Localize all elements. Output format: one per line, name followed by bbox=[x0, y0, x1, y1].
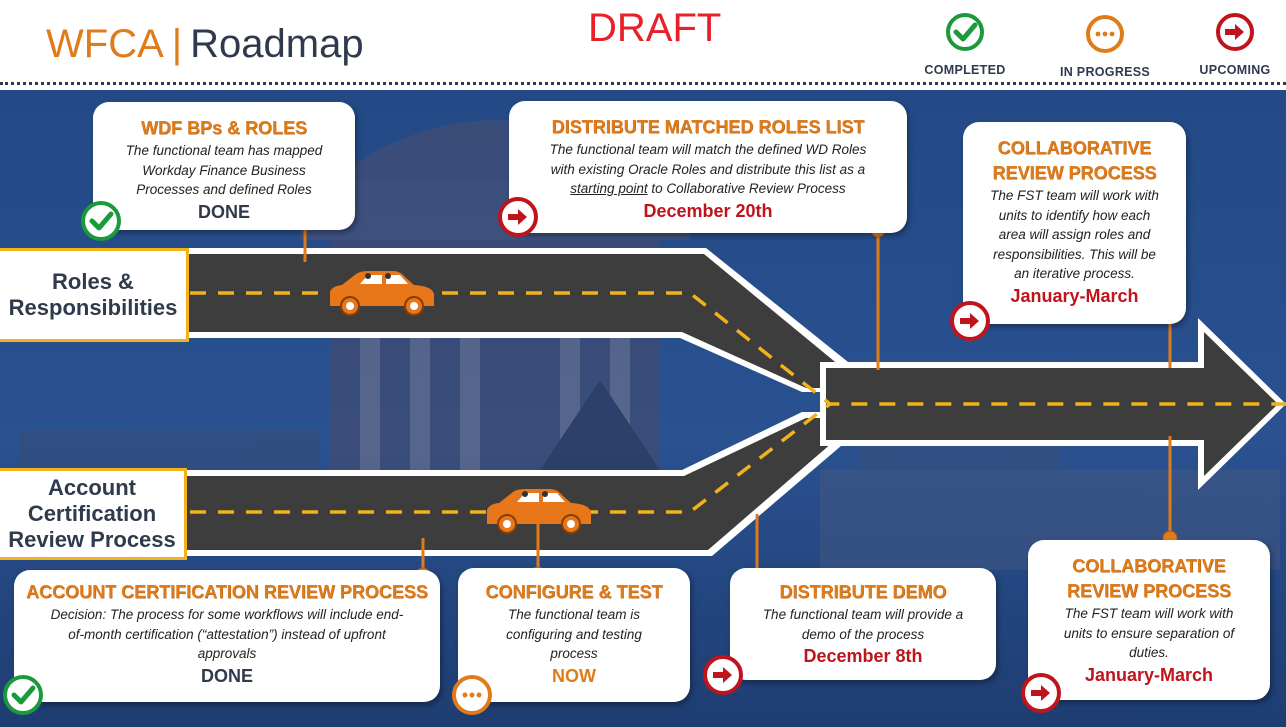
card-desc-line: of-month certification (“attestation”) i… bbox=[68, 626, 386, 642]
arrow-right-icon bbox=[1216, 13, 1254, 51]
arrow-right-icon bbox=[703, 655, 743, 695]
card-collab-review-top: COLLABORATIVE REVIEW PROCESS The FST tea… bbox=[963, 122, 1186, 324]
card-desc-line: demo of the process bbox=[801, 626, 925, 642]
card-title-line: REVIEW PROCESS bbox=[1066, 581, 1232, 601]
underlined-text: starting point bbox=[570, 181, 648, 196]
card-desc-line: The functional team has mapped bbox=[125, 143, 323, 158]
title-separator: | bbox=[171, 22, 183, 66]
card-desc-line: process bbox=[550, 646, 598, 661]
card-desc-line: starting point to Collaborative Review P… bbox=[509, 179, 907, 199]
card-title: ACCOUNT CERTIFICATION REVIEW PROCESS bbox=[26, 582, 428, 602]
card-status: DONE bbox=[200, 665, 253, 686]
legend-completed-label: COMPLETED bbox=[924, 63, 1006, 77]
card-status: January-March bbox=[1084, 664, 1214, 685]
lane-account-line-1: Account bbox=[47, 475, 136, 500]
card-desc-line: Decision: The process for some workflows… bbox=[50, 607, 404, 622]
check-icon bbox=[81, 201, 121, 241]
card-status: NOW bbox=[552, 665, 596, 686]
card-title: WDF BPs & ROLES bbox=[140, 118, 307, 138]
card-desc-line: The functional team is bbox=[507, 607, 641, 622]
card-title: DISTRIBUTE MATCHED ROLES LIST bbox=[551, 117, 865, 137]
brand-name: WFCA bbox=[46, 22, 164, 66]
card-desc-line: with existing Oracle Roles and distribut… bbox=[550, 161, 866, 177]
lane-stripes bbox=[190, 291, 1286, 514]
card-distribute-roles: DISTRIBUTE MATCHED ROLES LIST The functi… bbox=[509, 101, 907, 233]
lane-account-line-3: Review Process bbox=[8, 527, 176, 552]
draft-label: DRAFT bbox=[588, 6, 722, 50]
card-configure-test: CONFIGURE & TEST The functional team is … bbox=[458, 568, 690, 702]
legend-upcoming: UPCOMING bbox=[1175, 12, 1286, 77]
card-title-line: COLLABORATIVE bbox=[1072, 556, 1226, 576]
card-status: December 20th bbox=[643, 200, 773, 221]
card-wdf-bps-roles: WDF BPs & ROLES The functional team has … bbox=[93, 102, 355, 230]
card-title: CONFIGURE & TEST bbox=[485, 582, 663, 602]
card-desc-line: Workday Finance Business bbox=[142, 162, 306, 178]
header: WFCA|Roadmap DRAFT COMPLETED IN PROGRESS… bbox=[0, 0, 1286, 88]
ellipsis-icon bbox=[1086, 15, 1124, 53]
card-desc-line: area will assign roles and bbox=[998, 227, 1151, 242]
legend-upcoming-label: UPCOMING bbox=[1199, 63, 1271, 77]
card-distribute-demo: DISTRIBUTE DEMO The functional team will… bbox=[730, 568, 996, 680]
legend-in-progress-label: IN PROGRESS bbox=[1059, 65, 1151, 79]
lane-account-line-2: Certification bbox=[27, 501, 157, 526]
check-icon bbox=[3, 675, 43, 715]
card-desc-line: The FST team will work with bbox=[1064, 606, 1234, 621]
lane-label-roles: Roles & Responsibilities bbox=[0, 248, 189, 342]
card-status: DONE bbox=[197, 201, 250, 222]
card-desc-line: units to identify how each bbox=[998, 207, 1151, 223]
legend-in-progress: IN PROGRESS bbox=[1045, 14, 1165, 79]
arrow-right-icon bbox=[950, 301, 990, 341]
card-desc-line: Processes and defined Roles bbox=[136, 182, 312, 197]
card-desc-line: The FST team will work with bbox=[990, 188, 1159, 203]
ellipsis-icon bbox=[452, 675, 492, 715]
card-status: December 8th bbox=[803, 646, 923, 666]
car-icon bbox=[330, 271, 434, 316]
card-desc-line: units to ensure separation of bbox=[1063, 625, 1235, 641]
card-desc-line: approvals bbox=[197, 646, 257, 661]
card-account-certification: ACCOUNT CERTIFICATION REVIEW PROCESS Dec… bbox=[14, 570, 440, 702]
card-collab-review-bottom: COLLABORATIVE REVIEW PROCESS The FST tea… bbox=[1028, 540, 1270, 700]
lane-roles-line-1: Roles & bbox=[52, 269, 134, 294]
page-title: WFCA|Roadmap bbox=[46, 22, 364, 67]
card-title-line: REVIEW PROCESS bbox=[992, 163, 1157, 183]
arrow-right-icon bbox=[498, 197, 538, 237]
check-icon bbox=[946, 13, 984, 51]
lane-label-account: Account Certification Review Process bbox=[0, 468, 187, 560]
card-title-line: COLLABORATIVE bbox=[997, 138, 1152, 158]
card-desc-line: configuring and testing bbox=[506, 626, 642, 642]
legend-completed: COMPLETED bbox=[905, 12, 1025, 77]
card-desc-tail: to Collaborative Review Process bbox=[647, 181, 846, 196]
card-status: January-March bbox=[1010, 285, 1139, 306]
card-desc-line: The functional team will provide a bbox=[762, 607, 964, 622]
card-desc-line: duties. bbox=[1129, 645, 1169, 660]
header-divider bbox=[0, 82, 1286, 91]
title-text: Roadmap bbox=[190, 22, 364, 66]
card-desc-line: responsibilities. This will be bbox=[993, 246, 1156, 262]
card-desc-line: an iterative process. bbox=[1014, 266, 1135, 281]
card-title: DISTRIBUTE DEMO bbox=[779, 582, 947, 602]
card-desc-line: The functional team will match the defin… bbox=[549, 142, 867, 157]
lane-roles-line-2: Responsibilities bbox=[8, 295, 178, 320]
car-icon bbox=[487, 489, 591, 534]
arrow-right-icon bbox=[1021, 673, 1061, 713]
